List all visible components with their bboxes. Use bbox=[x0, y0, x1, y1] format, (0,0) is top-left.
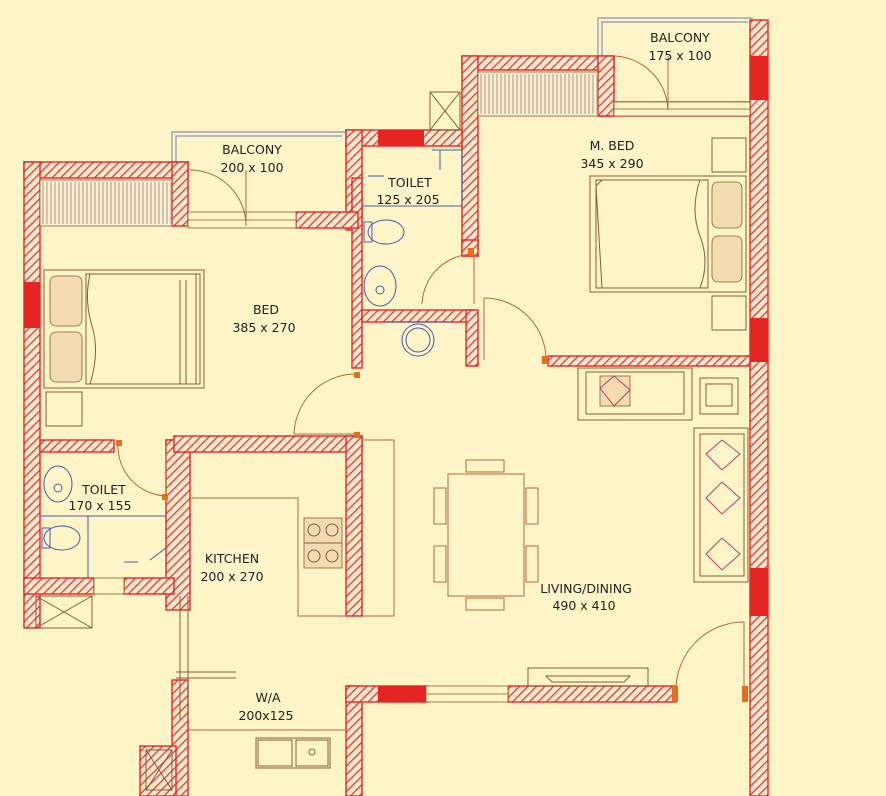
room-name-balcony-top-right: BALCONY bbox=[650, 30, 710, 45]
kitchen-fixtures bbox=[176, 439, 395, 720]
room-size-kitchen: 200 x 270 bbox=[200, 569, 263, 584]
room-size-balcony-top-right: 175 x 100 bbox=[648, 48, 711, 63]
bed-furniture bbox=[43, 269, 205, 427]
toilet-left-fixtures bbox=[40, 465, 167, 578]
room-name-toilet-left: TOILET bbox=[81, 482, 126, 497]
room-name-bed: BED bbox=[253, 302, 279, 317]
room-size-living-dining: 490 x 410 bbox=[552, 598, 615, 613]
room-size-toilet-top: 125 x 205 bbox=[376, 192, 439, 207]
master-bed-furniture bbox=[589, 137, 747, 331]
wardrobes bbox=[39, 71, 599, 227]
room-name-balcony-left: BALCONY bbox=[222, 142, 282, 157]
room-labels: BALCONY 175 x 100 M. BED 345 x 290 BALCO… bbox=[68, 30, 711, 723]
room-name-toilet-top: TOILET bbox=[387, 175, 432, 190]
room-name-master-bed: M. BED bbox=[590, 138, 635, 153]
windows bbox=[24, 56, 768, 702]
room-size-master-bed: 345 x 290 bbox=[580, 156, 643, 171]
room-size-bed: 385 x 270 bbox=[232, 320, 295, 335]
wash-area-fixtures bbox=[188, 729, 346, 769]
doors bbox=[116, 55, 748, 702]
room-name-kitchen: KITCHEN bbox=[205, 551, 259, 566]
room-size-wash-area: 200x125 bbox=[238, 708, 293, 723]
room-size-toilet-left: 170 x 155 bbox=[68, 498, 131, 513]
wardrobe-slats bbox=[42, 74, 598, 224]
room-name-wash-area: W/A bbox=[255, 690, 281, 705]
living-furniture bbox=[433, 367, 749, 687]
ducts bbox=[35, 91, 461, 791]
room-name-living-dining: LIVING/DINING bbox=[540, 581, 632, 596]
room-size-balcony-left: 200 x 100 bbox=[220, 160, 283, 175]
openings bbox=[93, 101, 751, 703]
toilet-top-fixtures bbox=[362, 149, 463, 357]
